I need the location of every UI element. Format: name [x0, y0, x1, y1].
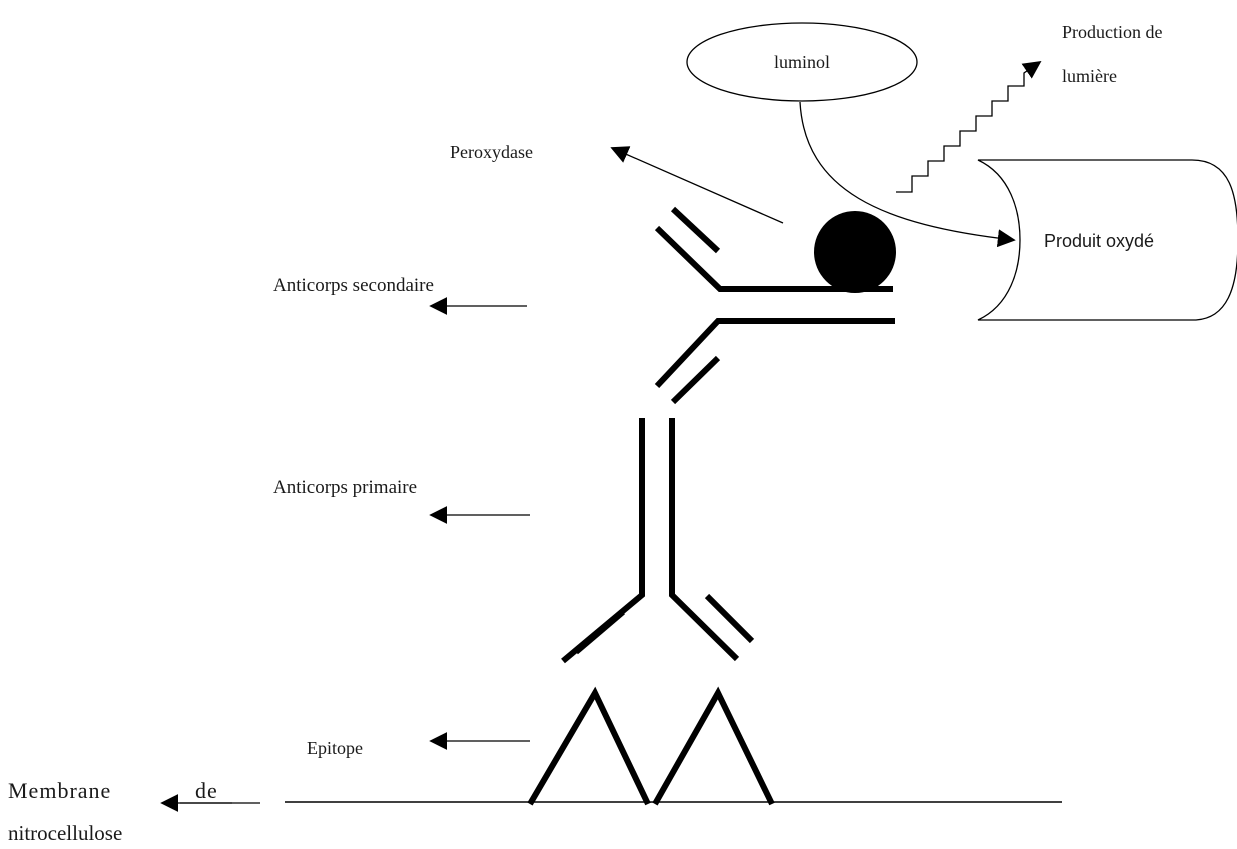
epitope-label: Epitope — [307, 738, 363, 758]
peroxydase-arrow — [612, 148, 783, 223]
epitopes — [530, 693, 772, 804]
luminol-label: luminol — [774, 52, 830, 72]
membrane-label-word: Membrane — [8, 778, 111, 803]
produit-oxyde-label: Produit oxydé — [1044, 231, 1154, 251]
production-label-line2: lumière — [1062, 66, 1117, 86]
anticorps-primaire-label: Anticorps primaire — [273, 477, 417, 498]
anticorps-secondaire-label: Anticorps secondaire — [273, 275, 434, 296]
membrane-label-de: de — [195, 778, 218, 803]
membrane-label-line2: nitrocellulose — [8, 821, 122, 845]
peroxidase-enzyme — [814, 211, 896, 293]
primary-antibody — [563, 418, 752, 661]
production-label-line1: Production de — [1062, 22, 1163, 42]
light-staircase-arrow — [896, 62, 1040, 192]
peroxydase-label: Peroxydase — [450, 142, 533, 162]
